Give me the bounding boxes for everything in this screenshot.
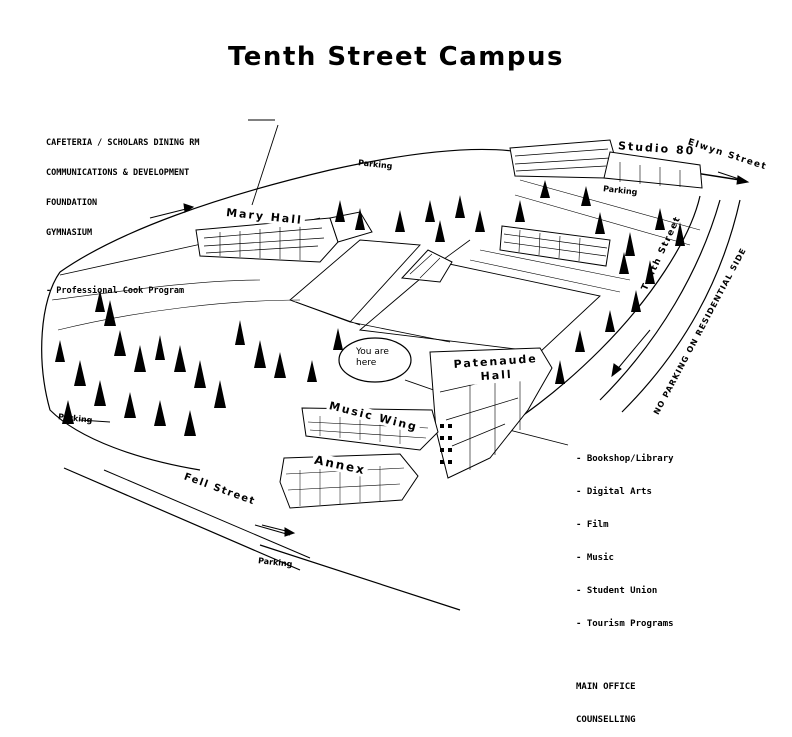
elwyn-arrow-head bbox=[736, 175, 750, 185]
field-ridge bbox=[51, 279, 261, 301]
pavilion bbox=[400, 249, 453, 283]
trees bbox=[55, 180, 685, 436]
info-line: - Music bbox=[576, 553, 614, 563]
info-line: - Digital Arts bbox=[576, 487, 652, 497]
you-are-here-line: here bbox=[356, 358, 377, 368]
residence-building bbox=[499, 225, 611, 267]
you-are-here-bubble bbox=[338, 337, 412, 383]
fell-street-edge bbox=[63, 467, 301, 571]
fell-street-edge bbox=[259, 544, 461, 611]
info-line: GYMNASIUM bbox=[46, 228, 93, 238]
tenth-street-edge bbox=[621, 199, 741, 413]
info-line: - Bookshop/Library bbox=[576, 454, 674, 464]
you-are-here-label: You are here bbox=[356, 347, 389, 369]
quad-outline bbox=[289, 239, 421, 323]
patenaude-info-box: - Bookshop/Library - Digital Arts - Film… bbox=[576, 432, 674, 737]
mary-hall-arrow-head bbox=[183, 203, 195, 213]
info-line: CAFETERIA / SCHOLARS DINING RM bbox=[46, 138, 200, 148]
fell-street-edge bbox=[103, 469, 311, 559]
mary-hall-arrow bbox=[149, 207, 191, 219]
studio-80-building bbox=[509, 139, 703, 189]
info-line: COMMUNICATIONS & DEVELOPMENT bbox=[46, 168, 190, 178]
annex-arrow-head bbox=[284, 527, 296, 537]
map-title: Tenth Street Campus bbox=[228, 42, 564, 72]
field-ridge bbox=[57, 299, 301, 331]
parking-lot-lines bbox=[469, 179, 701, 293]
info-line: MAIN OFFICE bbox=[576, 682, 636, 692]
info-line: - Tourism Programs bbox=[576, 619, 674, 629]
parking-arrow bbox=[254, 524, 291, 536]
you-are-here-line: You are bbox=[356, 347, 389, 357]
info-line: COUNSELLING bbox=[576, 715, 636, 725]
info-line: - Film bbox=[576, 520, 609, 530]
quad-outline bbox=[358, 261, 601, 353]
tenth-arrow-head bbox=[611, 363, 622, 378]
mary-hall-leader bbox=[251, 124, 279, 206]
info-line: - Student Union bbox=[576, 586, 658, 596]
info-line: FOUNDATION bbox=[46, 198, 98, 208]
parking-arrow bbox=[79, 419, 111, 423]
tenth-street-edge bbox=[599, 199, 721, 401]
tenth-arrow bbox=[614, 329, 651, 373]
mary-hall-info-box: CAFETERIA / SCHOLARS DINING RM COMMUNICA… bbox=[46, 118, 200, 306]
info-line: - Professional Cook Program bbox=[46, 286, 185, 296]
